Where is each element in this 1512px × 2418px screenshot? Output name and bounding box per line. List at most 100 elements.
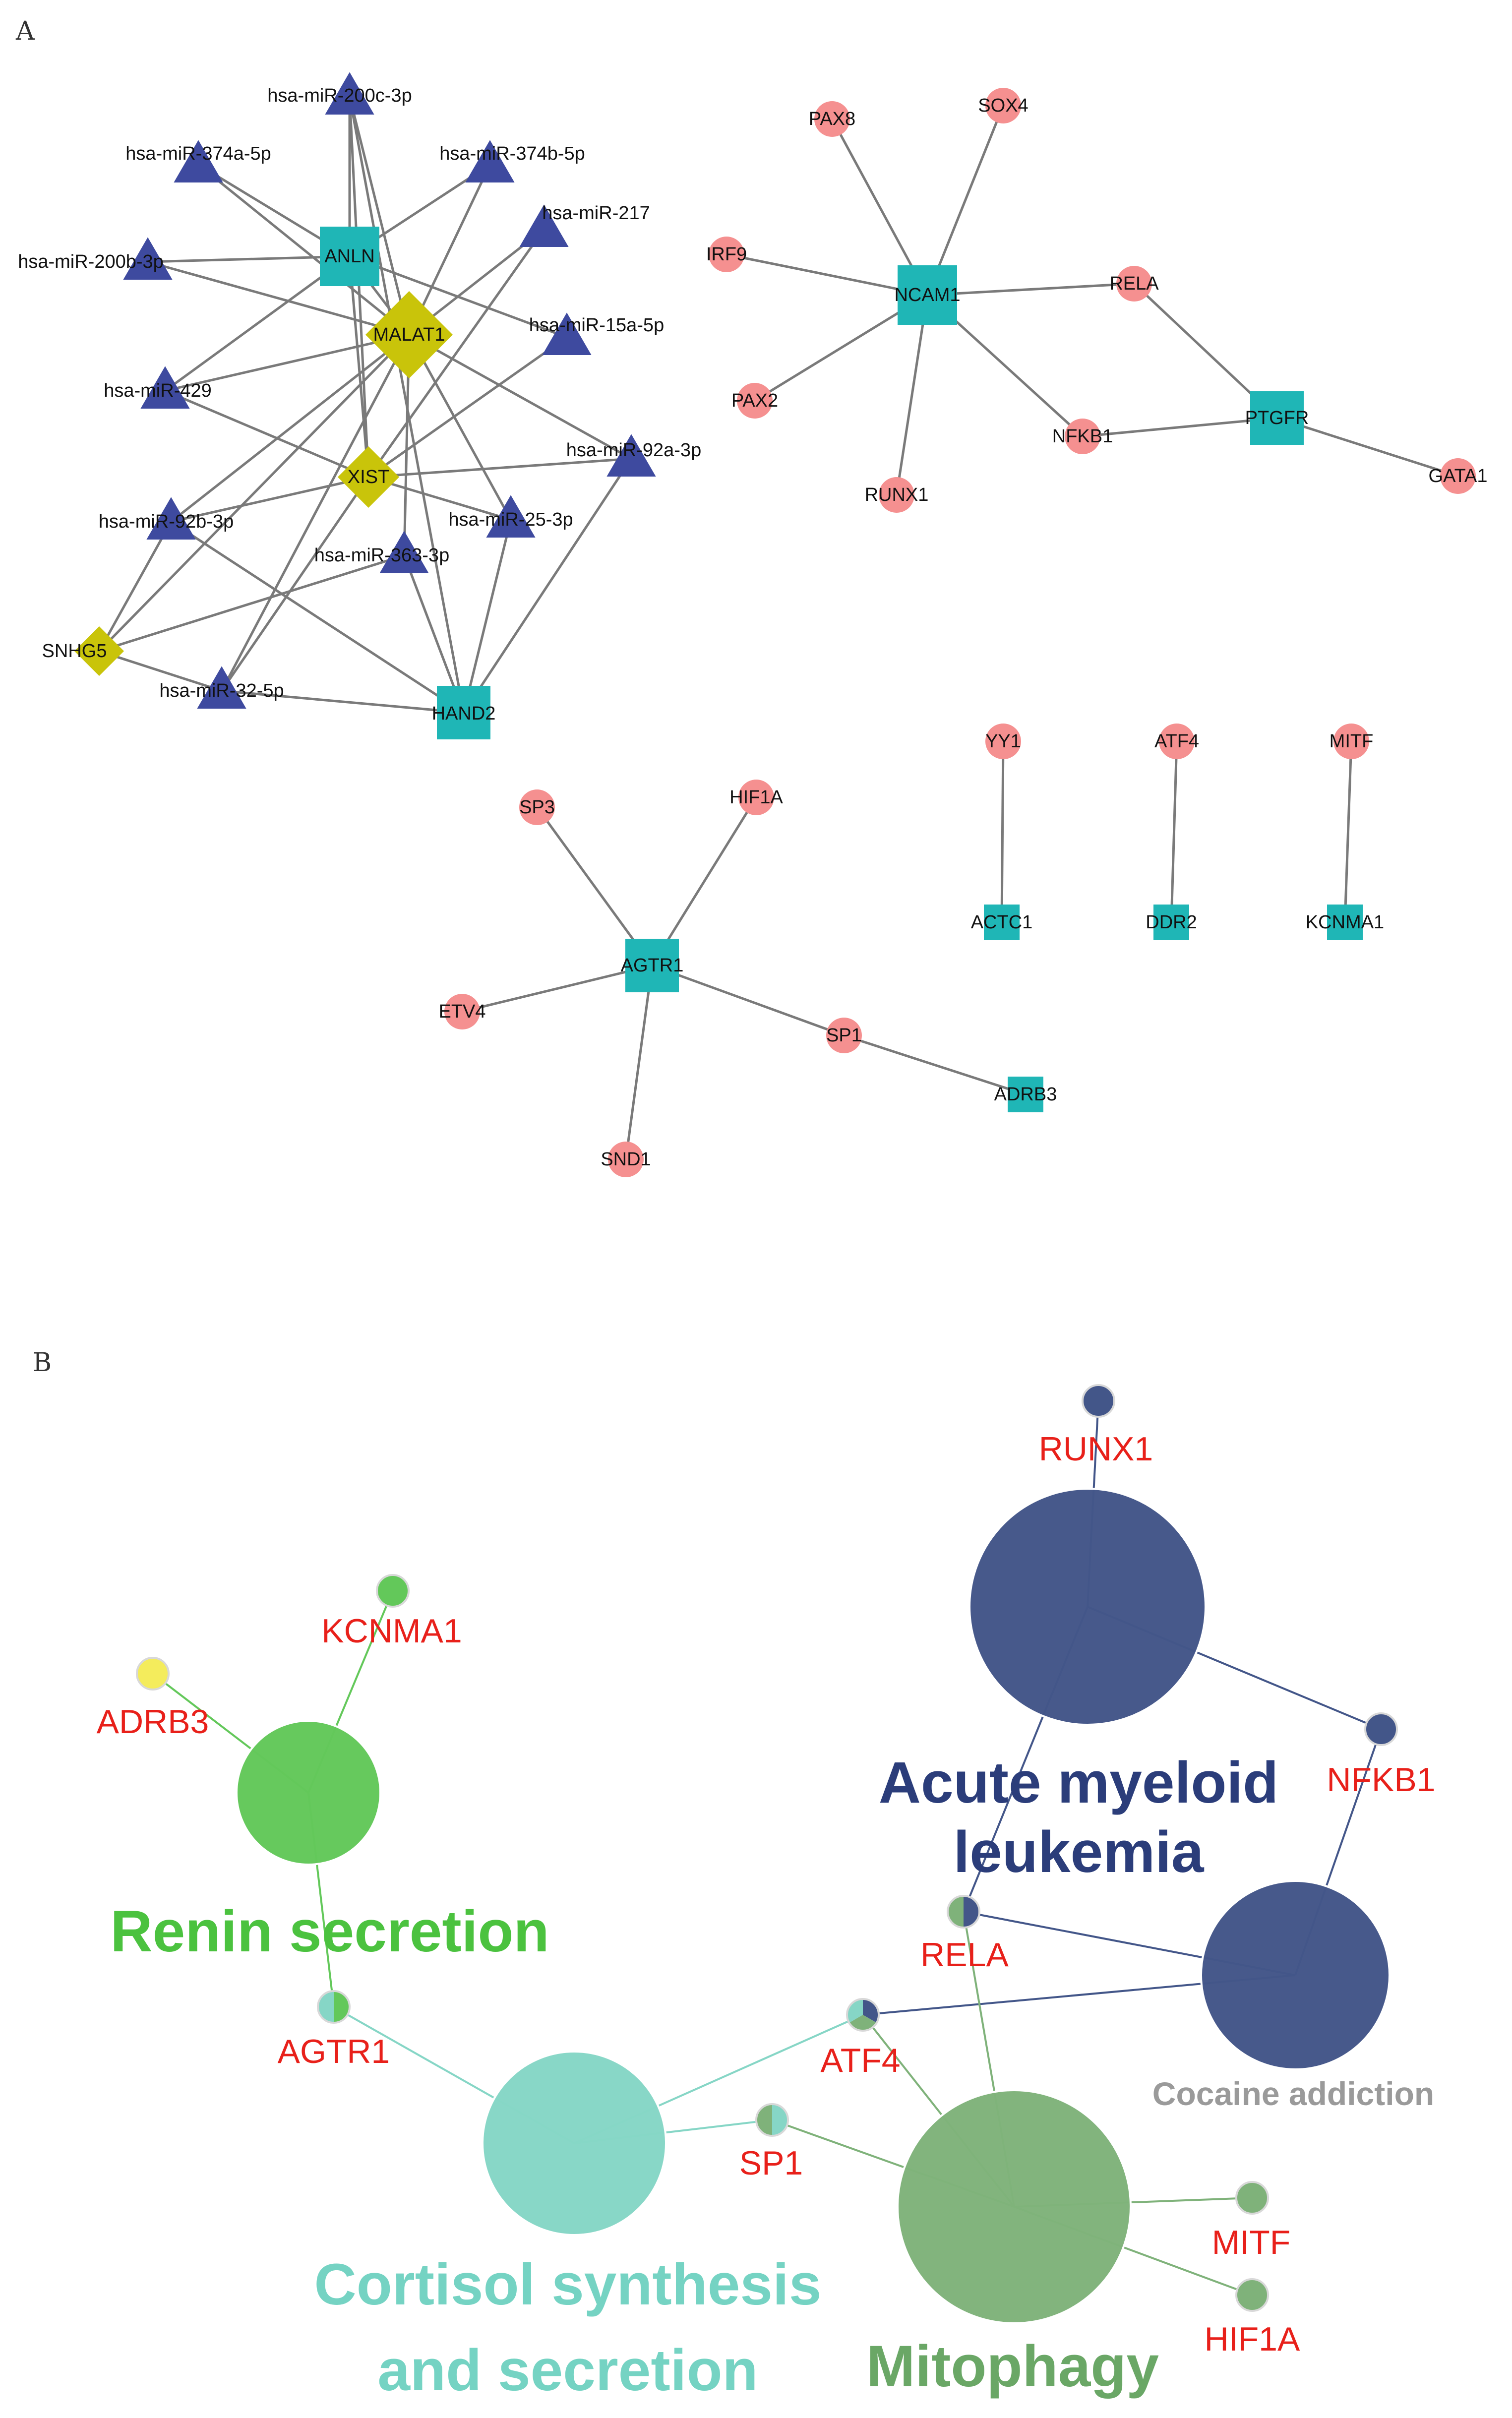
edge-actc1-yy1 (1000, 741, 1005, 923)
node-etv4: ETV4 (438, 994, 486, 1029)
term-circle-cocaine (1200, 1880, 1391, 2070)
node-yy1: YY1 (985, 724, 1021, 759)
edge-agtr1-a-etv4 (462, 964, 653, 1013)
gene-agtr1: AGTR1 (278, 1990, 390, 2070)
node-label-actc1: ACTC1 (971, 912, 1033, 933)
node-pax2: PAX2 (731, 383, 778, 419)
node-label-yy1: YY1 (985, 731, 1021, 752)
node-shape-sox4 (985, 88, 1021, 123)
node-actc1: ACTC1 (971, 905, 1033, 940)
gene-dot-runx1 (1082, 1384, 1115, 1418)
edge-hand2-m92b (170, 520, 465, 714)
node-m92a: hsa-miR-92a-3p (566, 434, 701, 477)
edge-xist-m92b (171, 476, 369, 523)
edge-hand2-m32 (221, 689, 464, 714)
gene-slice-rela-0 (964, 1896, 979, 1928)
gene-dot-mitf (1235, 2181, 1269, 2215)
panel-a-label: A (15, 16, 35, 46)
gene-adrb3: ADRB3 (97, 1657, 209, 1741)
node-label-hif1a-a: HIF1A (729, 787, 783, 808)
edge-xist-m15a (367, 336, 568, 479)
gene-nfkb1: NFKB1 (1327, 1712, 1436, 1799)
node-shape-pax8 (814, 101, 850, 137)
node-shape-kcnma1-a (1327, 905, 1363, 940)
node-shape-sp1-a (826, 1018, 862, 1053)
gene-slice-sp1-0 (772, 2104, 788, 2136)
gene-label-runx1: RUNX1 (1039, 1430, 1153, 1468)
edge-malat1-m92a (408, 333, 632, 460)
node-shape-gata1 (1440, 458, 1476, 494)
node-shape-ncam1 (898, 265, 957, 325)
gene-label-mitf: MITF (1212, 2224, 1291, 2261)
gene-runx1: RUNX1 (1039, 1384, 1153, 1468)
node-shape-adrb3-a (1008, 1077, 1043, 1112)
term-cocaine: Cocaine addiction (1152, 1880, 1434, 2112)
edge-anln-m200b (147, 255, 350, 263)
edge-kcnma1-a-mitf-a (1343, 741, 1353, 923)
gene-slice-agtr1-1 (318, 1991, 334, 2023)
term-circle-aml (968, 1488, 1207, 1726)
node-irf9: IRF9 (706, 237, 747, 272)
node-label-xist: XIST (348, 467, 389, 487)
edge-snhg5-m363 (99, 554, 405, 653)
term-label-aml-0: Acute myeloid (879, 1750, 1279, 1815)
edge-xist-m32 (220, 476, 370, 692)
node-shape-nfkb1-a (1065, 419, 1100, 454)
node-shape-runx1-a (879, 477, 914, 513)
node-shape-m25 (486, 495, 536, 538)
gene-ring-agtr1 (317, 1990, 351, 2024)
edge-malat1-m200b (147, 260, 410, 336)
node-shape-atf4-a (1159, 724, 1195, 759)
edge-agtr1-a-sp1-a (652, 964, 845, 1037)
node-label-snhg5: SNHG5 (42, 641, 107, 662)
node-ddr2: DDR2 (1146, 905, 1197, 940)
edge-ncam1-rela-a (927, 282, 1135, 297)
gene-ring-rela (947, 1895, 980, 1929)
term-label-cocaine-0: Cocaine addiction (1152, 2075, 1434, 2112)
node-adrb3-a: ADRB3 (994, 1077, 1057, 1112)
gene-dot-adrb3 (136, 1657, 170, 1691)
node-sp1-a: SP1 (826, 1018, 862, 1053)
node-shape-snd1 (608, 1142, 644, 1177)
network-b-genes: RUNX1NFKB1RELAATF4SP1MITFHIF1AAGTR1KCNMA… (97, 1384, 1436, 2358)
node-shape-m32 (197, 666, 246, 709)
gene-label-sp1: SP1 (739, 2144, 803, 2182)
edge-agtr1-a-hif1a-a (651, 796, 758, 967)
gene-label-agtr1: AGTR1 (278, 2033, 390, 2070)
edge-hand2-m200c (348, 96, 465, 713)
term-label-mitophagy-0: Mitophagy (866, 2334, 1159, 2399)
node-label-m32: hsa-miR-32-5p (159, 680, 284, 701)
edge-ptgfr-gata1 (1276, 417, 1458, 478)
gene-mitf: MITF (1212, 2181, 1291, 2261)
node-label-pax2: PAX2 (731, 390, 778, 411)
node-ptgfr: PTGFR (1245, 391, 1309, 445)
edge-anln-xist (348, 256, 370, 478)
node-label-m15a: hsa-miR-15a-5p (529, 315, 664, 336)
edge-adrb3-a-sp1-a (844, 1034, 1026, 1096)
node-label-sp3: SP3 (519, 797, 555, 818)
edge-ncam1-sox4 (926, 105, 1005, 296)
node-label-m363: hsa-miR-363-3p (314, 545, 449, 566)
node-malat1: MALAT1 (365, 291, 453, 378)
edge-xist-m429 (165, 389, 369, 479)
gene-kcnma1: KCNMA1 (321, 1574, 462, 1650)
node-m200c: hsa-miR-200c-3p (267, 72, 412, 115)
node-nfkb1-a: NFKB1 (1052, 419, 1113, 454)
node-shape-sp3 (519, 789, 555, 825)
node-label-irf9: IRF9 (706, 244, 747, 265)
node-m374b: hsa-miR-374b-5p (439, 140, 585, 182)
node-label-m374b: hsa-miR-374b-5p (439, 143, 585, 164)
gene-rela: RELA (920, 1895, 1009, 1974)
gene-ring-atf4 (846, 1998, 880, 2032)
node-label-etv4: ETV4 (438, 1001, 485, 1022)
gene-slice-agtr1-0 (334, 1991, 350, 2023)
node-shape-m363 (379, 531, 429, 573)
edge-hand2-m25 (462, 519, 512, 713)
gene-atf4: ATF4 (820, 1998, 901, 2079)
node-m217: hsa-miR-217 (519, 203, 650, 247)
